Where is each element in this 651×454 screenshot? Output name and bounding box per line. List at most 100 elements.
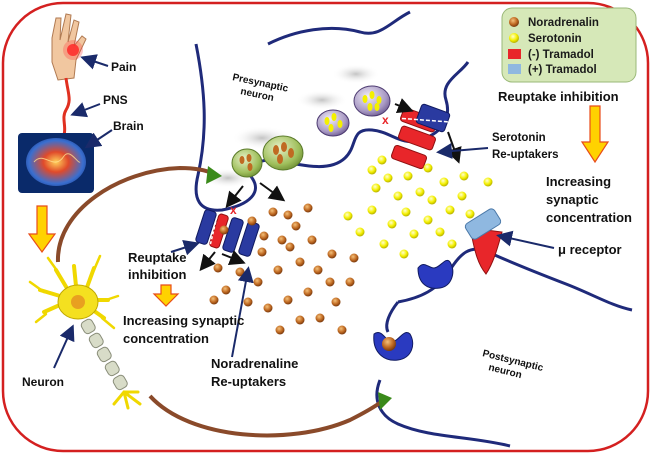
svg-text:x: x (382, 113, 389, 127)
noradrenalin-molecule (331, 297, 341, 307)
neuron-illustration (28, 254, 142, 410)
noradrenalin-molecule (273, 265, 283, 275)
serotonin-molecule (403, 171, 413, 181)
label-increasing-right-3: concentration (546, 210, 632, 225)
yellow-down-arrows (27, 105, 610, 307)
serotonin-molecule (387, 219, 397, 229)
noradrenalin-molecule (221, 285, 231, 295)
serotonin-molecule (355, 227, 365, 237)
noradrenalin-molecule (285, 242, 295, 252)
legend-label-noradrenalin: Noradrenalin (528, 17, 599, 29)
serotonin-molecule (379, 239, 389, 249)
serotonin-molecule (439, 177, 449, 187)
noradrenalin-molecule (257, 247, 267, 257)
reuptake-arrows (199, 98, 462, 272)
serotonin-molecule (401, 207, 411, 217)
label-noradrenaline-reuptakers-1: Noradrenaline (211, 356, 298, 371)
serotonin-molecule (415, 187, 425, 197)
legend-tramadol-plus-swatch (508, 64, 521, 74)
serotonin-transporter (390, 103, 451, 170)
label-brain: Brain (113, 119, 144, 133)
serotonin-molecule (393, 191, 403, 201)
postsynaptic-membrane-mid (385, 301, 400, 333)
noradrenalin-molecule (243, 297, 253, 307)
label-serotonin-reuptakers-1: Serotonin (492, 132, 546, 144)
label-reuptake-left-2: inhibition (128, 267, 187, 282)
label-neuron: Neuron (22, 375, 64, 389)
noradrenalin-molecule (277, 235, 287, 245)
noradrenalin-molecule (263, 303, 273, 313)
serotonin-molecule (483, 177, 493, 187)
label-mu-receptor: μ receptor (558, 242, 622, 257)
serotonin-molecule (367, 165, 377, 175)
serotonin-molecule (399, 249, 409, 259)
noradrenalin-molecule (209, 295, 219, 305)
axon-myelin (80, 318, 128, 391)
noradrenalin-molecule (268, 207, 278, 217)
label-reuptake-left-1: Reuptake (128, 250, 187, 265)
noradrenalin-molecule (349, 253, 359, 263)
legend-label-tramadol-plus: (+) Tramadol (528, 64, 597, 76)
noradrenalin-molecule (327, 249, 337, 259)
legend-label-tramadol-minus: (-) Tramadol (528, 49, 594, 61)
noradrenalin-molecule (295, 315, 305, 325)
serotonin-molecule (377, 155, 387, 165)
noradrenalin-molecule (219, 225, 229, 235)
noradrenalin-molecule (253, 277, 263, 287)
label-increasing-left-2: concentration (123, 331, 209, 346)
flow-curves (55, 165, 392, 438)
noradrenalin-molecule (313, 265, 323, 275)
noradrenalin-molecule (283, 295, 293, 305)
svg-text:x: x (230, 203, 237, 217)
noradrenalin-molecule (275, 325, 285, 335)
label-pain: Pain (111, 60, 136, 74)
serotonin-molecule (423, 163, 433, 173)
noradrenalin-molecule (307, 235, 317, 245)
inhibition-x-marks: x x (230, 113, 389, 217)
noradrenalin-vesicle-1 (262, 135, 304, 171)
label-increasing-right-2: synaptic (546, 192, 599, 207)
serotonin-vesicle-2 (353, 85, 391, 117)
legend-serotonin-swatch (509, 33, 519, 43)
serotonin-molecule (423, 215, 433, 225)
noradrenaline-transporter (195, 209, 260, 257)
label-reuptake-inhibition-right: Reuptake inhibition (498, 89, 619, 104)
serotonin-molecule (371, 183, 381, 193)
legend-box: Noradrenalin Serotonin (-) Tramadol (+) … (501, 7, 637, 83)
hand-illustration (51, 13, 87, 81)
legend-noradrenalin-swatch (509, 17, 519, 27)
noradrenalin-molecule (303, 203, 313, 213)
pns-nerve (58, 77, 71, 143)
postsynaptic-receptor-1 (417, 259, 454, 289)
serotonin-molecule (445, 205, 455, 215)
postsynaptic-membrane-lower (375, 379, 511, 448)
noradrenalin-molecule (213, 263, 223, 273)
serotonin-molecule (459, 171, 469, 181)
serotonin-molecule (383, 173, 393, 183)
noradrenalin-molecule (345, 277, 355, 287)
presynaptic-membrane-top (267, 10, 411, 46)
noradrenalin-molecule (337, 325, 347, 335)
serotonin-molecule (427, 195, 437, 205)
serotonin-molecule (447, 239, 457, 249)
serotonin-molecule (435, 227, 445, 237)
noradrenalin-molecule (303, 287, 313, 297)
label-noradrenaline-reuptakers-2: Re-uptakers (211, 374, 286, 389)
label-increasing-left-1: Increasing synaptic (123, 313, 244, 328)
noradrenalin-molecule (295, 257, 305, 267)
noradrenalin-molecule (283, 210, 293, 220)
left-label-arrows (53, 54, 555, 369)
label-pns: PNS (103, 93, 128, 107)
mu-receptor (464, 208, 503, 275)
noradrenalin-vesicle-2 (231, 148, 263, 178)
brain-illustration (18, 133, 94, 193)
label-serotonin-reuptakers-2: Re-uptakers (492, 149, 558, 161)
serotonin-molecules (343, 155, 493, 259)
noradrenalin-molecule (247, 216, 257, 226)
legend-tramadol-minus-swatch (508, 49, 521, 59)
label-increasing-right-1: Increasing (546, 174, 611, 189)
noradrenalin-molecule (259, 231, 269, 241)
serotonin-molecule (367, 205, 377, 215)
noradrenalin-molecule (315, 313, 325, 323)
